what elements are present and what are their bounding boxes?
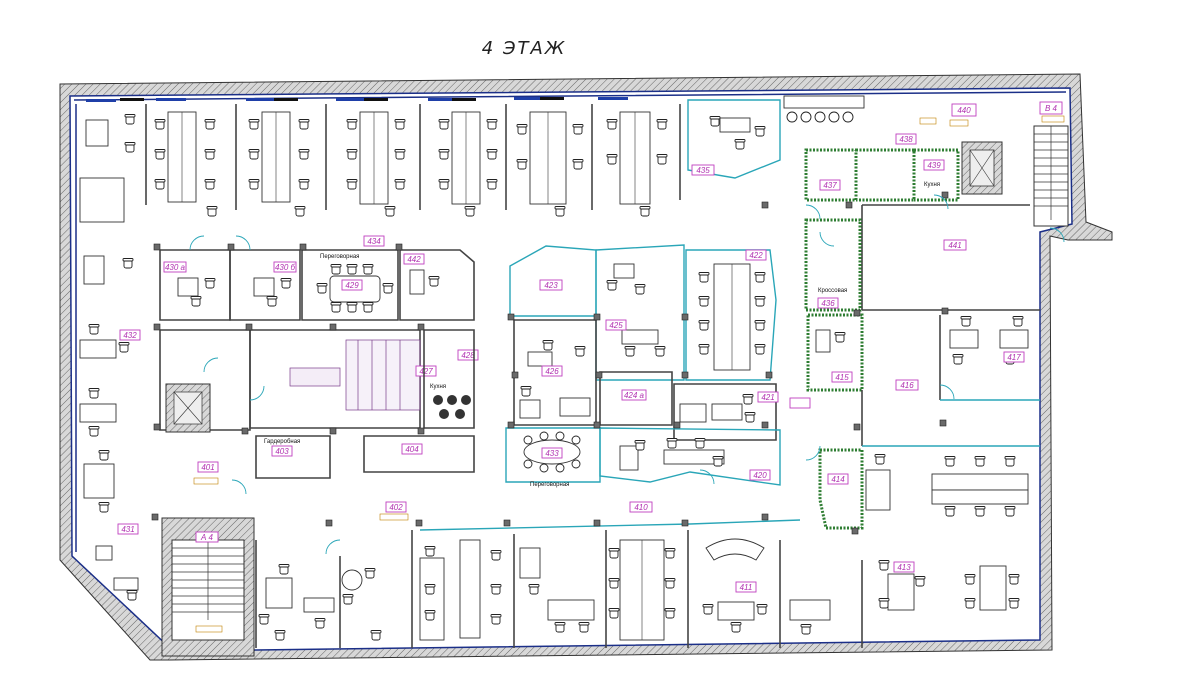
room-423: 423 — [509, 245, 597, 317]
room-427-label: 427 — [419, 367, 433, 376]
meeting-room-1-label: Переговорная — [320, 254, 359, 260]
room-414: 414 — [818, 448, 864, 530]
room-429: 429 Переговорная 434 — [301, 235, 399, 321]
room-426-label: 426 — [545, 367, 559, 376]
room-421-label: 421 — [761, 393, 774, 402]
center-south-rooms: 401 403 Гардеробная 404 402 — [193, 435, 475, 521]
east-top-rooms: 437 439 Кухня 440 В 4 — [804, 101, 1069, 227]
left-core — [159, 329, 251, 433]
kitchen-label: Кухня — [430, 384, 446, 390]
room-429-label: 429 — [345, 281, 359, 290]
kitchen-top: 438 — [783, 95, 937, 145]
room-419-label: 410 — [793, 399, 807, 408]
stairs-a4: А 4 — [161, 517, 255, 657]
room-415-label: 415 — [835, 373, 849, 382]
room-416-label: 416 — [900, 381, 914, 390]
room-432-label: 432 — [123, 331, 137, 340]
top-windows — [86, 97, 628, 102]
room-413-label: 413 — [897, 563, 911, 572]
room-424a-label: 424 а — [624, 391, 645, 400]
room-442-label: 442 — [407, 255, 421, 264]
doors — [189, 194, 1065, 555]
room-441: 441 — [861, 204, 1040, 311]
room-410: 410 — [419, 501, 801, 531]
room-404-label: 404 — [405, 445, 419, 454]
room-420: 420 — [599, 427, 781, 486]
room-423-label: 423 — [544, 281, 558, 290]
room-426: 426 — [513, 319, 597, 426]
wardrobe-label: Гардеробная — [264, 439, 300, 445]
room-411-label: 411 — [740, 583, 753, 592]
room-436-label: 436 — [821, 299, 835, 308]
room-433-label: 433 — [545, 449, 559, 458]
east-bottom-open: 413 — [865, 454, 1029, 611]
room-430b-label: 430 б — [275, 263, 296, 272]
rooms-430: 430 а 430 б — [159, 249, 301, 321]
room-430a-label: 430 а — [165, 263, 186, 272]
room-420-label: 420 — [753, 471, 767, 480]
floor-title: 4 ЭТАЖ — [482, 38, 566, 59]
cross-room-label: Кроссовая — [818, 288, 847, 294]
room-425-label: 425 — [609, 321, 623, 330]
room-428-label: 428 — [461, 351, 475, 360]
south-offices: 411 — [255, 530, 863, 648]
top-open-space — [85, 104, 681, 217]
room-403-label: 403 — [275, 447, 289, 456]
room-422-label: 422 — [749, 251, 763, 260]
room-422: 422 — [685, 249, 777, 381]
room-417-label: 417 — [1007, 353, 1021, 362]
room-435-label: 435 — [696, 166, 710, 175]
room-433: 433 Переговорная — [505, 427, 601, 488]
meeting-room-2-label: Переговорная — [530, 482, 569, 488]
core-kitchen: Кухня — [423, 329, 475, 429]
structural-columns — [151, 191, 949, 535]
room-401-label: 401 — [201, 463, 214, 472]
room-410-label: 410 — [634, 503, 648, 512]
room-438-label: 438 — [899, 135, 913, 144]
room-a4-label: А 4 — [200, 533, 214, 542]
room-440-label: 440 — [957, 106, 971, 115]
room-424a: 424 а — [599, 371, 673, 426]
wc-block: 427 428 — [249, 329, 479, 429]
room-431-label: 431 — [121, 525, 134, 534]
room-434-label: 434 — [367, 237, 381, 246]
east-mid-rooms: 415 416 417 — [806, 313, 1040, 447]
room-414-label: 414 — [831, 475, 845, 484]
room-b4-label: В 4 — [1045, 104, 1058, 113]
room-441-label: 441 — [948, 241, 961, 250]
room-421: 421 410 — [673, 383, 811, 441]
room-402-label: 402 — [389, 503, 403, 512]
room-437-label: 437 — [823, 181, 837, 190]
west-rooms: 432 431 — [79, 177, 141, 601]
kitchen-2-label: Кухня — [924, 182, 940, 188]
room-435: 435 — [687, 99, 781, 179]
room-439-label: 439 — [927, 161, 941, 170]
room-442: 442 — [399, 249, 475, 321]
